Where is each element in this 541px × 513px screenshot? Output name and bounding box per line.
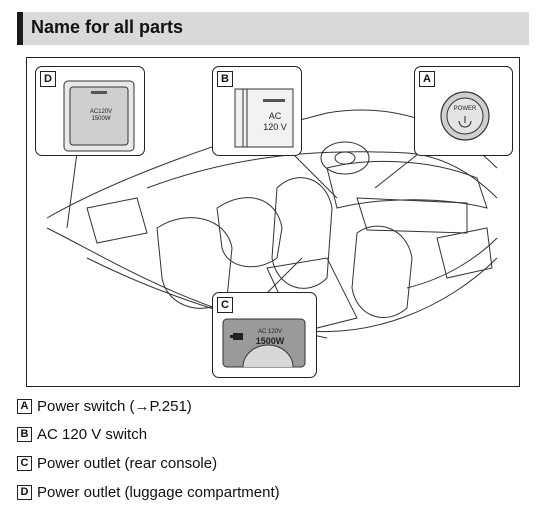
outlet-label-line2: 1500W bbox=[255, 336, 285, 346]
inset-tag: A bbox=[419, 71, 435, 87]
outlet-cover-label-line2: 1500W bbox=[91, 116, 111, 122]
legend-text: Power outlet (rear console) bbox=[37, 455, 218, 472]
legend-item-d: D Power outlet (luggage compartment) bbox=[17, 484, 280, 501]
outlet-cover-label-line1: AC120V bbox=[89, 109, 113, 115]
inset-ac-switch: B AC 120 V bbox=[212, 66, 302, 156]
legend-tag: D bbox=[17, 485, 32, 500]
ac-switch-label-line2: 120 V bbox=[263, 122, 287, 132]
legend-tag: A bbox=[17, 399, 32, 414]
outlet-icon bbox=[222, 318, 306, 368]
vehicle-interior-illustration: A POWER B AC 120 V C AC 120V 1500W bbox=[26, 57, 520, 387]
legend-tag: C bbox=[17, 456, 32, 471]
ac-switch-icon bbox=[234, 88, 294, 148]
section-header: Name for all parts bbox=[17, 12, 529, 45]
inset-power-switch: A POWER bbox=[414, 66, 513, 156]
inset-tag: D bbox=[40, 71, 56, 87]
inset-tag: C bbox=[217, 297, 233, 313]
outlet-label-line1: AC 120V bbox=[257, 329, 282, 335]
power-button-icon bbox=[440, 91, 490, 141]
legend-text: Power outlet (luggage compartment) bbox=[37, 484, 280, 501]
outlet-cover-icon bbox=[63, 80, 135, 152]
legend-tag: B bbox=[17, 427, 32, 442]
legend-item-c: C Power outlet (rear console) bbox=[17, 455, 217, 472]
inset-rear-console-outlet: C AC 120V 1500W bbox=[212, 292, 317, 378]
ac-switch-label-line1: AC bbox=[268, 111, 282, 121]
power-button-label: POWER bbox=[453, 106, 477, 112]
inset-luggage-outlet: D AC120V 1500W bbox=[35, 66, 145, 156]
legend-text[interactable]: Power switch (→P.251) bbox=[37, 398, 192, 415]
legend-item-b: B AC 120 V switch bbox=[17, 426, 147, 443]
inset-tag: B bbox=[217, 71, 233, 87]
legend-item-a: A Power switch (→P.251) bbox=[17, 398, 192, 415]
legend-text: AC 120 V switch bbox=[37, 426, 148, 443]
section-title: Name for all parts bbox=[31, 17, 184, 37]
